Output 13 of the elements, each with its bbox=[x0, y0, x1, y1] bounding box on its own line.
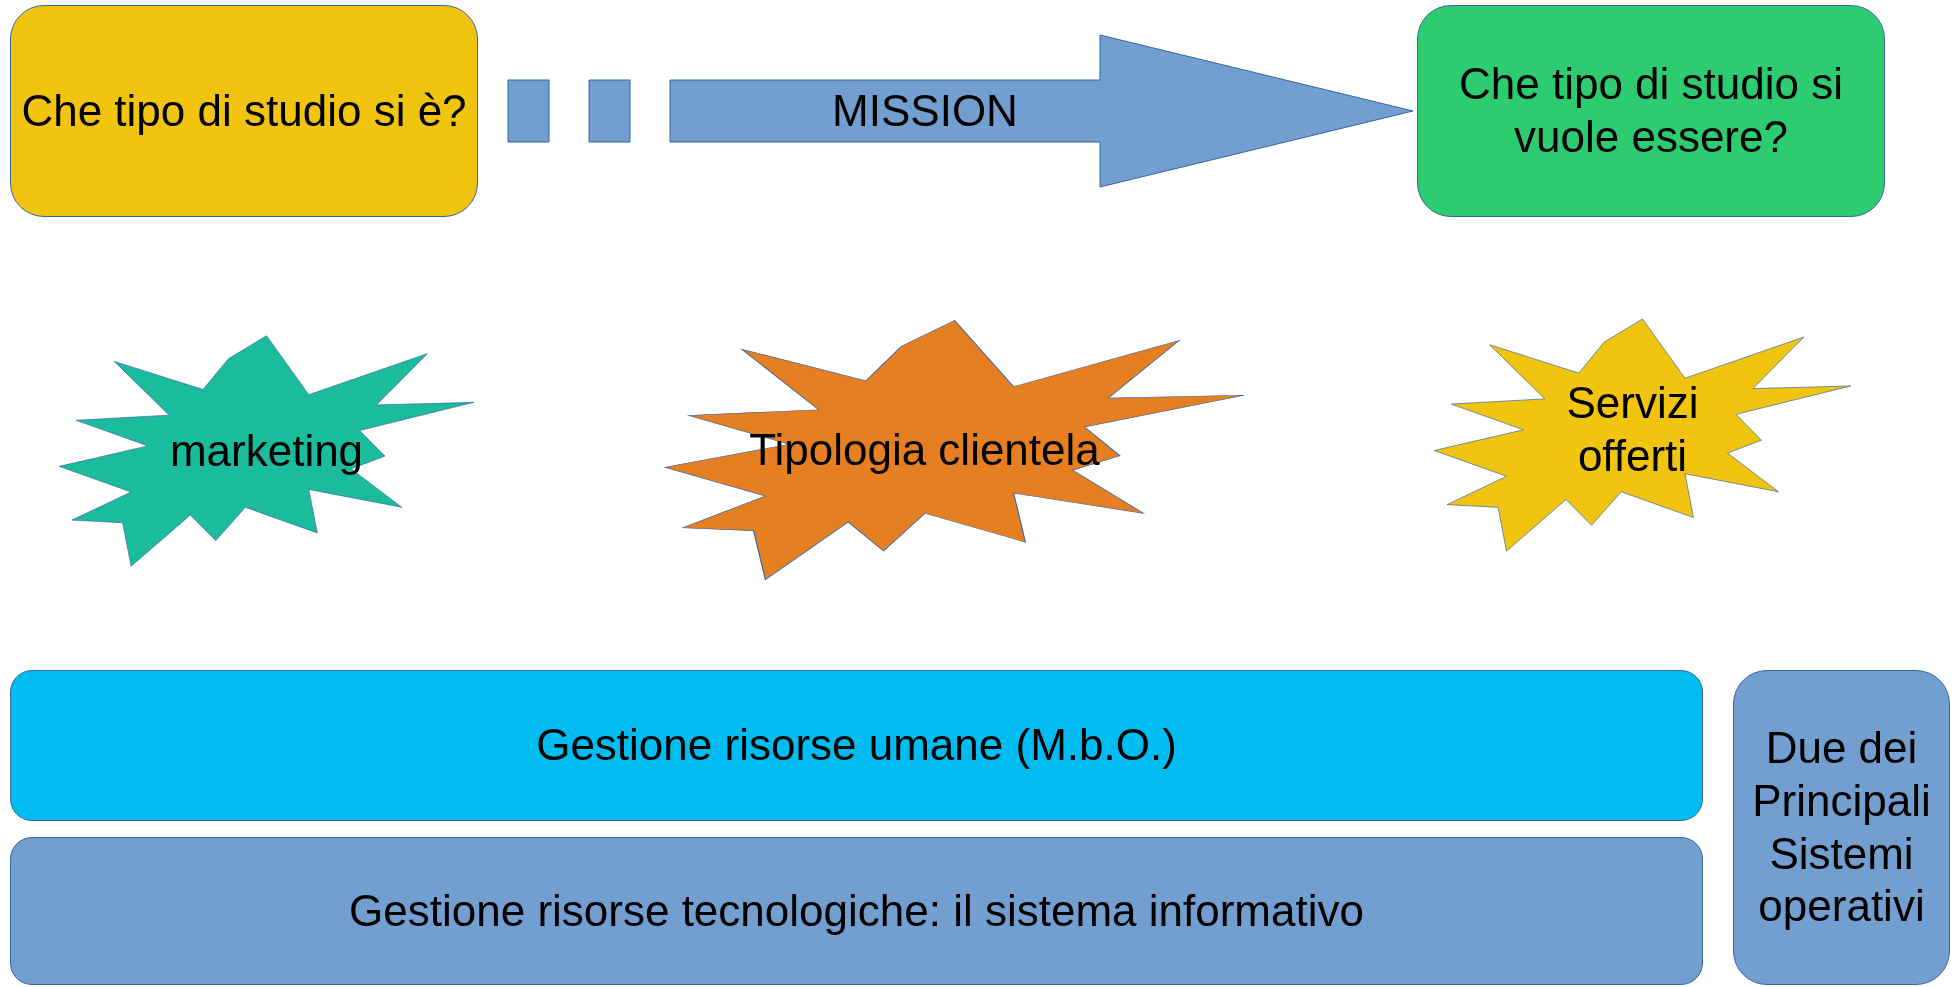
node-label: Gestione risorse umane (M.b.O.) bbox=[536, 719, 1177, 772]
rounded-box bbox=[1733, 670, 1950, 985]
rounded-box bbox=[1417, 5, 1885, 217]
rounded-box bbox=[10, 837, 1703, 985]
node-label: Due dei Principali Sistemi operativi bbox=[1751, 721, 1932, 933]
rounded-box bbox=[10, 5, 478, 217]
node-label: Tipologia clientela bbox=[749, 423, 1100, 476]
node-label: Che tipo di studio si è? bbox=[21, 84, 467, 137]
node-label: Che tipo di studio si vuole essere? bbox=[1458, 58, 1844, 163]
node-label: marketing bbox=[169, 424, 364, 477]
rounded-box bbox=[10, 670, 1703, 821]
node-label: Gestione risorse tecnologiche: il sistema informativo bbox=[349, 884, 1364, 937]
node-label: Servizi offerti bbox=[1565, 377, 1700, 482]
